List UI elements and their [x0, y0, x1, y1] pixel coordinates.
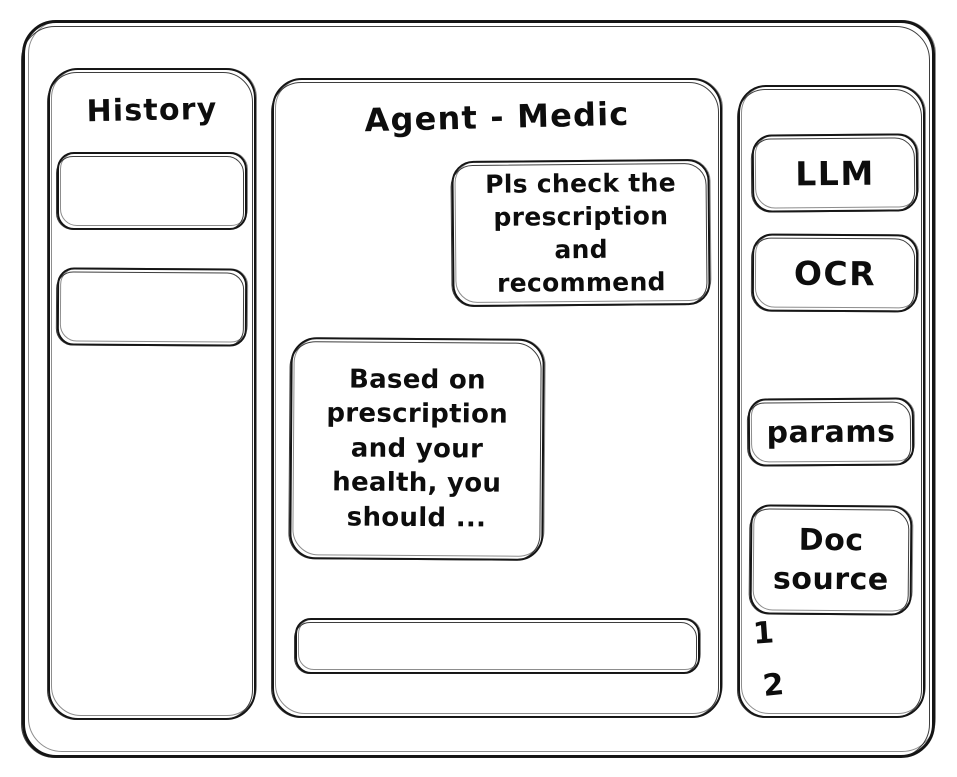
tool-button-llm[interactable]: LLM	[751, 133, 919, 213]
history-list-item[interactable]	[56, 152, 248, 230]
tool-button-params[interactable]: params	[747, 397, 915, 467]
chat-bubble-user: Pls check the prescription and recommend	[451, 158, 711, 308]
message-input[interactable]	[294, 618, 701, 674]
history-list-item[interactable]	[56, 267, 248, 347]
doc-source-list-item[interactable]: 2	[761, 667, 786, 704]
history-panel-title: History	[86, 91, 218, 130]
tool-button-ocr[interactable]: OCR	[751, 233, 919, 313]
chat-bubble-agent: Based on prescription and your health, y…	[289, 337, 545, 561]
doc-source-list-item[interactable]: 1	[751, 615, 776, 652]
history-panel	[47, 68, 257, 720]
tools-panel	[737, 85, 926, 718]
tool-button-doc-source[interactable]: Doc source	[749, 504, 913, 616]
